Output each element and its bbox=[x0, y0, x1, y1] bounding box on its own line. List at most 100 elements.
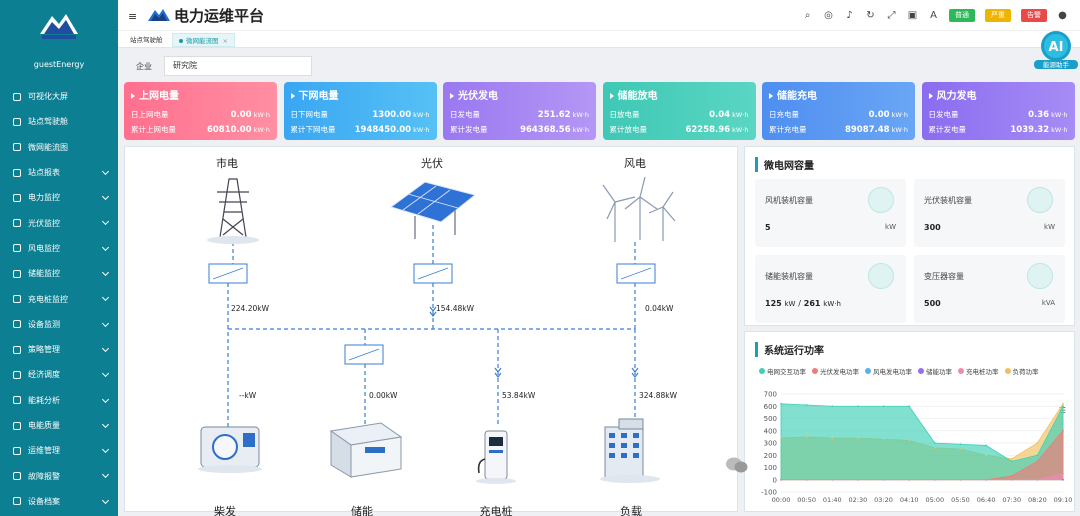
sidebar-item-1[interactable]: 站点驾驶舱 bbox=[0, 109, 118, 134]
refresh-icon[interactable]: ↻ bbox=[866, 9, 875, 21]
sidebar-item-5[interactable]: 光伏监控 bbox=[0, 210, 118, 235]
flow-icon bbox=[13, 143, 21, 152]
sidebar-item-12[interactable]: 能耗分析 bbox=[0, 388, 118, 413]
storage-icon bbox=[13, 269, 21, 278]
sidebar-item-3[interactable]: 站点报表 bbox=[0, 160, 118, 185]
enterprise-select[interactable]: 研究院 bbox=[164, 56, 312, 76]
data-point bbox=[985, 444, 987, 447]
sidebar-item-2[interactable]: 微网能流图 bbox=[0, 135, 118, 160]
ai-assistant-icon[interactable]: AI 能源助手 bbox=[1032, 30, 1080, 70]
sidebar-item-label: 策略管理 bbox=[28, 345, 60, 355]
sidebar-item-6[interactable]: 风电监控 bbox=[0, 236, 118, 261]
x-tick-label: 03:20 bbox=[874, 496, 893, 504]
y-tick-label: 200 bbox=[764, 452, 777, 460]
x-tick-label: 00:50 bbox=[797, 496, 816, 504]
legend-item[interactable]: 风电发电功率 bbox=[865, 366, 912, 376]
card-title: 储能放电 bbox=[609, 87, 749, 102]
sidebar-item-8[interactable]: 充电桩监控 bbox=[0, 286, 118, 311]
capacity-unit: kW bbox=[885, 223, 896, 231]
chevron-down-icon bbox=[101, 446, 110, 454]
battery-icon bbox=[868, 263, 894, 289]
volume-icon[interactable]: ♪ bbox=[846, 9, 853, 21]
source-label-wind: 风电 bbox=[624, 157, 646, 170]
device-icon bbox=[13, 320, 21, 329]
legend-item[interactable]: 光伏发电功率 bbox=[812, 366, 859, 376]
user-avatar-icon[interactable]: ● bbox=[1058, 9, 1067, 21]
legend-item[interactable]: 电网交互功率 bbox=[759, 366, 806, 376]
arrow-icon bbox=[131, 93, 135, 99]
load-label-load: 负载 bbox=[620, 505, 642, 516]
sidebar-item-11[interactable]: 经济调度 bbox=[0, 362, 118, 387]
alarm-normal-button[interactable]: 普通 bbox=[949, 8, 975, 22]
wind-turbine-icon bbox=[868, 187, 894, 213]
sidebar-item-7[interactable]: 储能监控 bbox=[0, 261, 118, 286]
legend-item[interactable]: 储能功率 bbox=[918, 366, 952, 376]
brand-small-logo-icon bbox=[148, 9, 170, 21]
data-point bbox=[1036, 442, 1039, 444]
arrow-icon bbox=[609, 93, 614, 99]
pv-power-value: 154.48kW bbox=[436, 304, 475, 313]
chevron-down-icon bbox=[101, 370, 110, 378]
theme-icon[interactable]: ▣ bbox=[907, 9, 918, 21]
active-dot-icon bbox=[179, 39, 183, 43]
data-point bbox=[959, 478, 962, 481]
sidebar-item-9[interactable]: 设备监测 bbox=[0, 312, 118, 337]
data-point bbox=[908, 478, 911, 481]
data-point bbox=[1062, 478, 1064, 481]
sidebar-item-4[interactable]: 电力监控 bbox=[0, 185, 118, 210]
sidebar-item-13[interactable]: 电能质量 bbox=[0, 413, 118, 438]
legend-item[interactable]: 充电桩功率 bbox=[958, 366, 999, 376]
capacity-name: 储能装机容量 bbox=[765, 272, 813, 281]
data-point bbox=[933, 447, 936, 449]
chevron-down-icon bbox=[101, 167, 110, 175]
tab-cockpit[interactable]: 站点驾驶舱 bbox=[130, 36, 163, 44]
grid-power-value: 224.20kW bbox=[231, 304, 270, 313]
card-title: 光伏发电 bbox=[450, 87, 589, 102]
data-point bbox=[1062, 429, 1064, 432]
y-tick-label: -100 bbox=[761, 489, 777, 497]
chevron-down-icon bbox=[101, 395, 110, 403]
legend-marker-icon bbox=[865, 368, 871, 374]
data-point bbox=[805, 478, 808, 481]
chevron-down-icon bbox=[101, 420, 110, 428]
alarm-warning-button[interactable]: 告警 bbox=[1021, 8, 1047, 22]
alarm-severe-button[interactable]: 严重 bbox=[985, 8, 1011, 22]
search-icon[interactable]: ⌕ bbox=[804, 9, 811, 21]
cockpit-icon bbox=[13, 117, 21, 126]
sidebar-item-15[interactable]: 故障报警 bbox=[0, 463, 118, 488]
close-icon[interactable]: × bbox=[222, 37, 228, 45]
data-point bbox=[1062, 402, 1064, 405]
x-tick-label: 07:30 bbox=[1002, 496, 1021, 504]
language-icon[interactable]: A bbox=[930, 9, 937, 21]
svg-text:能源助手: 能源助手 bbox=[1043, 60, 1070, 69]
energy-flow-diagram: 市电 光伏 风电 224.20kW 154.48kW 0.04kW --kW 0… bbox=[124, 146, 738, 516]
menu-toggle-icon[interactable]: ≡ bbox=[128, 10, 138, 23]
analysis-icon bbox=[13, 396, 21, 405]
x-tick-label: 05:00 bbox=[925, 496, 944, 504]
sidebar-item-16[interactable]: 设备档案 bbox=[0, 489, 118, 514]
sidebar-item-14[interactable]: 运维管理 bbox=[0, 438, 118, 463]
fullscreen-icon[interactable]: ⤢ bbox=[887, 9, 896, 21]
data-point bbox=[780, 437, 782, 439]
legend-item[interactable]: 负荷功率 bbox=[1004, 366, 1039, 376]
series-area bbox=[780, 403, 1064, 481]
sidebar-item-10[interactable]: 策略管理 bbox=[0, 337, 118, 362]
data-point bbox=[985, 478, 987, 481]
data-point bbox=[959, 443, 962, 446]
tab-microgrid-flow[interactable]: 微网能流图× bbox=[172, 33, 235, 47]
sidebar-item-label: 设备监测 bbox=[28, 319, 60, 329]
capacity-title: 微电网容量 bbox=[755, 157, 814, 172]
y-tick-label: 500 bbox=[764, 415, 777, 423]
sidebar-item-label: 站点报表 bbox=[28, 168, 60, 178]
data-point bbox=[1036, 460, 1039, 463]
filter-bar: 企业 研究院 bbox=[124, 56, 312, 76]
help-icon[interactable]: ◎ bbox=[824, 9, 833, 21]
sidebar-item-0[interactable]: 可视化大屏 bbox=[0, 84, 118, 109]
legend-marker-icon bbox=[958, 368, 964, 374]
data-point bbox=[1036, 454, 1039, 457]
